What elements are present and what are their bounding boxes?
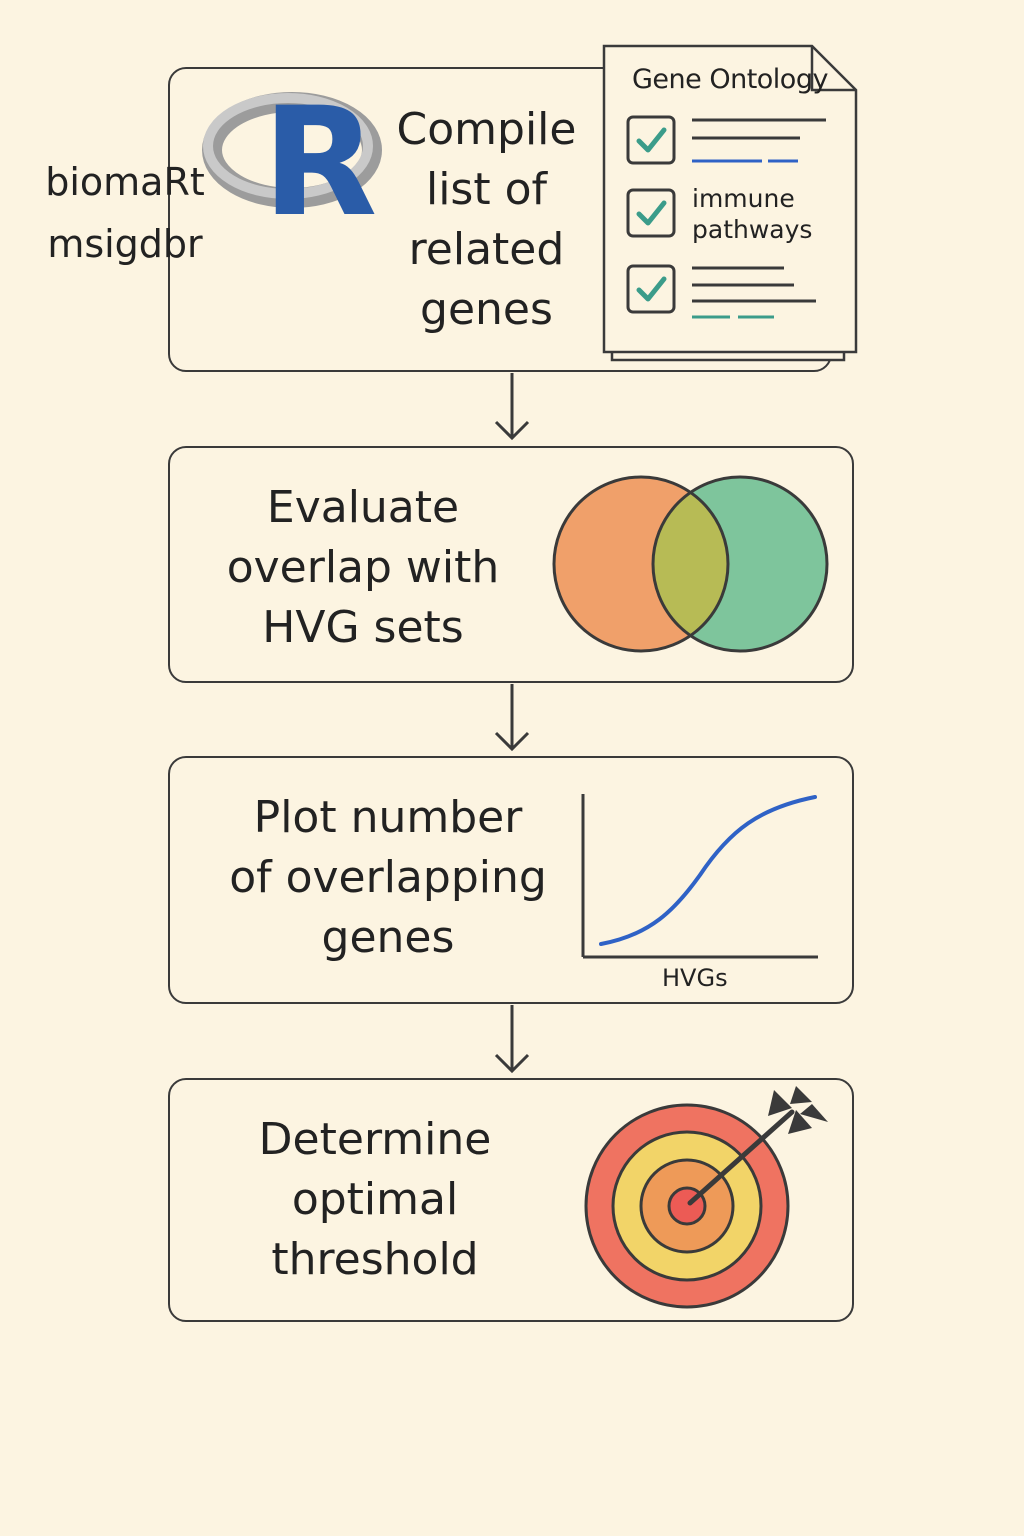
step-text-line: Plot number bbox=[253, 792, 523, 843]
arrow-fletching bbox=[788, 1110, 812, 1134]
step-text-line: list of bbox=[425, 164, 548, 215]
arrow-fletching bbox=[800, 1104, 828, 1122]
checkbox-icon bbox=[626, 115, 676, 165]
arrow-fletching bbox=[768, 1090, 792, 1116]
msigdbr-label: msigdbr bbox=[47, 222, 203, 266]
step-text-line: optimal bbox=[291, 1174, 459, 1225]
step-evaluate-text: Evaluate overlap with HVG sets bbox=[208, 478, 518, 658]
step-determine-text: Determine optimal threshold bbox=[230, 1110, 520, 1290]
document-title: Gene Ontology bbox=[632, 64, 828, 95]
document-item-line: immune bbox=[692, 184, 795, 213]
step-text-line: overlap with bbox=[226, 542, 500, 593]
step-text-line: Compile bbox=[396, 104, 577, 155]
arrow-down-icon bbox=[494, 684, 530, 752]
step-box-plot: Plot number of overlapping genes bbox=[168, 756, 854, 1004]
step-plot-text: Plot number of overlapping genes bbox=[208, 788, 568, 968]
step-text-line: threshold bbox=[271, 1234, 479, 1285]
arrow-shaft bbox=[687, 1109, 795, 1206]
step-text-line: Evaluate bbox=[266, 482, 460, 533]
arrow-down-icon bbox=[494, 1005, 530, 1074]
document-item-line: pathways bbox=[692, 215, 813, 244]
checkbox-icon bbox=[626, 188, 676, 238]
step-text-line: genes bbox=[420, 284, 553, 335]
growth-curve bbox=[599, 795, 817, 946]
x-axis-label: HVGs bbox=[662, 964, 728, 992]
checkbox-icon bbox=[626, 264, 676, 314]
step-compile-text: Compile list of related genes bbox=[384, 100, 589, 340]
r-logo-letter: R bbox=[262, 76, 378, 250]
step-text-line: Determine bbox=[258, 1114, 492, 1165]
arrow-down-icon bbox=[494, 373, 530, 441]
arrow-fletching bbox=[790, 1086, 812, 1104]
step-text-line: genes bbox=[321, 912, 455, 963]
step-text-line: HVG sets bbox=[262, 602, 464, 653]
step-text-line: related bbox=[408, 224, 565, 275]
biomart-label: biomaRt bbox=[45, 160, 205, 204]
step-text-line: of overlapping bbox=[229, 852, 547, 903]
